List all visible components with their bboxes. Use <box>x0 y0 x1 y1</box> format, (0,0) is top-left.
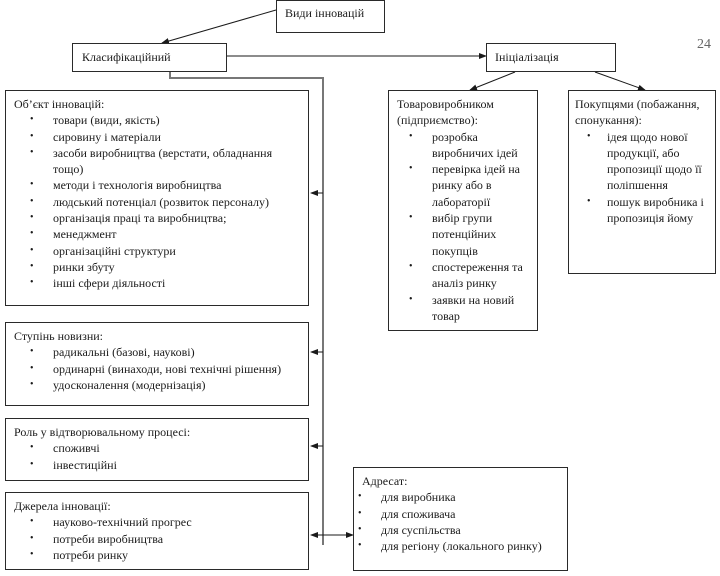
novelty-list: •радикальні (базові, наукові) •ординарні… <box>14 344 300 393</box>
list-item: •споживчі <box>30 441 100 456</box>
list-item: •інші сфери діяльності <box>30 276 166 291</box>
list-item: •ідея щодо нової продукції, або пропозиц… <box>587 129 702 193</box>
list-item: •радикальні (базові, наукові) <box>30 345 195 360</box>
list-item: •інвестиційні <box>30 457 117 472</box>
bullet-icon: • <box>30 378 34 390</box>
page-number: 24 <box>697 37 711 52</box>
bullet-icon: • <box>30 458 34 470</box>
list-item: •заявки на новий товар <box>409 292 515 323</box>
list-item: •засоби виробництва (верстати, обладнанн… <box>30 145 273 177</box>
bullet-icon: • <box>30 277 34 289</box>
bullet-icon: • <box>30 362 34 374</box>
list-item: •потреби виробництва <box>30 531 164 546</box>
novelty-title: Ступінь новизни: <box>14 329 104 343</box>
bullet-icon: • <box>30 244 34 256</box>
bullet-icon: • <box>409 293 413 305</box>
list-item: •пошук виробника і пропозиція йому <box>587 194 704 226</box>
buyers-title: Покупцями (побажання, спонукання): <box>575 97 700 128</box>
addressee-list: •для виробника •для споживача •для суспі… <box>358 489 559 554</box>
list-item: •менеджмент <box>30 227 117 242</box>
list-item: •розробка виробничих ідей <box>409 129 518 160</box>
list-item: •ринки збуту <box>30 259 115 274</box>
bullet-icon: • <box>30 260 34 272</box>
list-item: •для виробника <box>358 490 456 505</box>
bullet-icon: • <box>587 130 591 142</box>
classification-label: Класифікаційний <box>82 50 171 64</box>
object-title: Об’єкт інновацій: <box>14 97 105 111</box>
bullet-icon: • <box>30 195 34 207</box>
bullet-icon: • <box>30 516 34 528</box>
bullet-icon: • <box>358 540 362 552</box>
list-item: •для регіону (локального ринку) <box>358 539 542 554</box>
list-item: •товари (види, якість) <box>30 113 160 128</box>
list-item: •для споживача <box>358 506 456 521</box>
root-label: Види інновацій <box>285 6 365 20</box>
root-box: Види інновацій <box>276 0 385 33</box>
bullet-icon: • <box>30 548 34 560</box>
list-item: •спостереження та аналіз ринку <box>409 259 523 291</box>
role-title: Роль у відтворювальному процесі: <box>14 425 191 439</box>
addressee-title: Адресат: <box>362 474 408 488</box>
bullet-icon: • <box>30 114 34 126</box>
role-list: •споживчі •інвестиційні <box>14 440 300 473</box>
bullet-icon: • <box>30 532 34 544</box>
novelty-box: Ступінь новизни: •радикальні (базові, на… <box>5 322 309 406</box>
bullet-icon: • <box>30 130 34 142</box>
bullet-icon: • <box>409 130 413 142</box>
bullet-icon: • <box>30 179 34 191</box>
bullet-icon: • <box>30 442 34 454</box>
list-item: •вибір групи потенційних покупців <box>409 211 497 258</box>
sources-box: Джерела інновації: •науково-технічний пр… <box>5 492 309 570</box>
bullet-icon: • <box>409 212 413 224</box>
bullet-icon: • <box>409 163 413 175</box>
bullet-icon: • <box>30 346 34 358</box>
bullet-icon: • <box>358 523 362 535</box>
bullet-icon: • <box>358 491 362 503</box>
producer-list: •розробка виробничих ідей •перевірка іде… <box>397 129 529 325</box>
classification-trunk <box>169 72 324 545</box>
bullet-icon: • <box>409 260 413 272</box>
list-item: •ординарні (винаходи, нові технічні ріше… <box>30 361 282 376</box>
list-item: •організація праці та виробництва; <box>30 211 227 226</box>
bullet-icon: • <box>30 212 34 224</box>
list-item: •удосконалення (модернізація) <box>30 377 206 392</box>
bullet-icon: • <box>30 146 34 158</box>
object-box: Об’єкт інновацій: •товари (види, якість)… <box>5 90 309 306</box>
list-item: •організаційні структури <box>30 243 176 258</box>
role-box: Роль у відтворювальному процесі: •спожив… <box>5 418 309 481</box>
sources-title: Джерела інновації: <box>14 499 111 513</box>
bullet-icon: • <box>30 228 34 240</box>
initiation-label: Ініціалізація <box>495 50 559 64</box>
addressee-box: Адресат: •для виробника •для споживача •… <box>353 467 568 571</box>
arrow-root-to-classification <box>161 9 277 44</box>
classification-box: Класифікаційний <box>72 43 227 72</box>
initiation-box: Ініціалізація <box>486 43 616 72</box>
producer-title: Товаровиробником (підприємство): <box>397 97 494 128</box>
list-item: •перевірка ідей на ринку або в лаборатор… <box>409 162 520 209</box>
list-item: •потреби ринку <box>30 547 129 562</box>
buyers-box: Покупцями (побажання, спонукання): •ідея… <box>568 90 716 274</box>
producer-box: Товаровиробником (підприємство): •розроб… <box>388 90 538 331</box>
list-item: •науково-технічний прогрес <box>30 515 192 530</box>
object-list: •товари (види, якість) •сировину і матер… <box>14 112 300 291</box>
bullet-icon: • <box>358 507 362 519</box>
list-item: •сировину і матеріали <box>30 129 161 144</box>
sources-list: •науково-технічний прогрес •потреби виро… <box>14 514 300 563</box>
arrow-initiation-to-buyers <box>594 71 646 91</box>
list-item: •людський потенціал (розвиток персоналу) <box>30 194 270 209</box>
list-item: •методи і технологія виробництва <box>30 178 222 193</box>
bullet-icon: • <box>587 195 591 207</box>
list-item: •для суспільства <box>358 522 461 537</box>
arrow-initiation-to-producer <box>469 71 516 91</box>
buyers-list: •ідея щодо нової продукції, або пропозиц… <box>575 129 709 227</box>
